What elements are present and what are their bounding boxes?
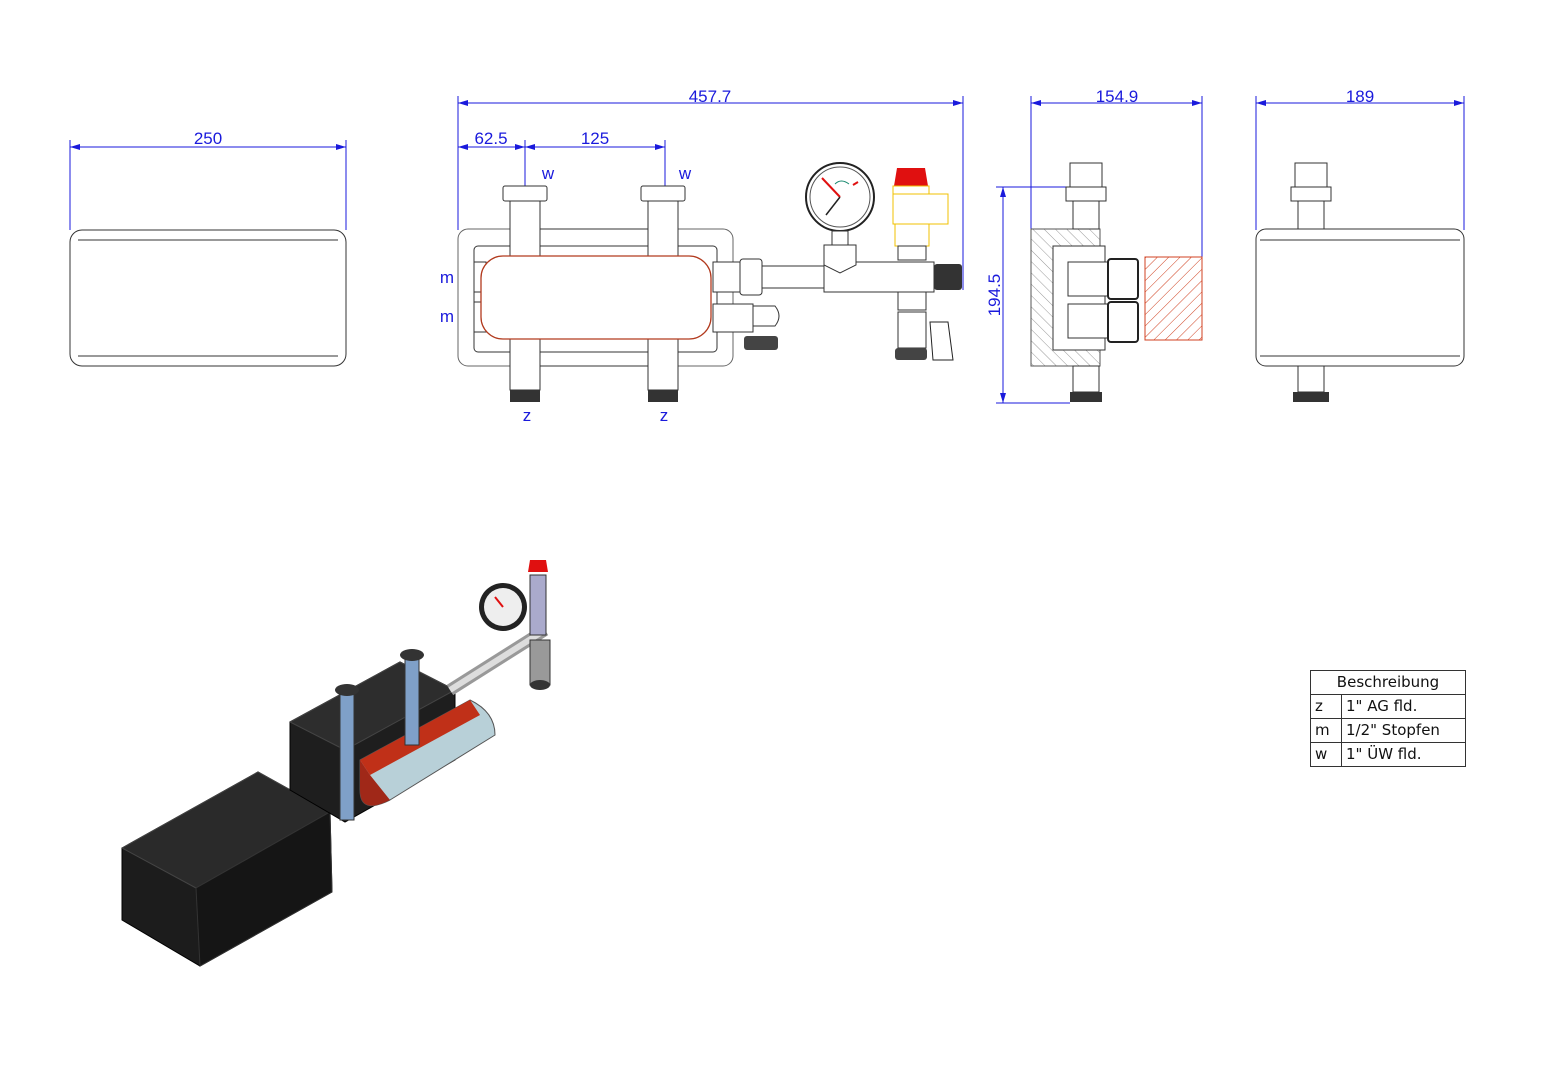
view-insulation-box: 250 (69, 129, 347, 367)
legend-key: w (1310, 742, 1342, 767)
legend-key: z (1310, 694, 1342, 719)
dim-250: 250 (194, 129, 222, 148)
label-w: w (541, 164, 555, 183)
dim-457-7: 457.7 (689, 87, 732, 106)
dim-189: 189 (1346, 87, 1374, 106)
legend-desc: 1" AG fld. (1341, 694, 1466, 719)
dim-154-9: 154.9 (1096, 87, 1139, 106)
legend-header: Beschreibung (1310, 670, 1466, 695)
dim-125: 125 (581, 129, 609, 148)
view-front: 457.7 62.5 125 w w m m z z (440, 87, 964, 425)
label-w: w (678, 164, 692, 183)
legend-desc: 1" ÜW fld. (1341, 742, 1466, 767)
label-m: m (440, 268, 454, 287)
isometric-view (120, 560, 551, 967)
dim-62-5: 62.5 (474, 129, 507, 148)
label-z: z (523, 406, 532, 425)
label-m: m (440, 307, 454, 326)
legend-desc: 1/2" Stopfen (1341, 718, 1466, 743)
legend-key: m (1310, 718, 1342, 743)
label-z: z (660, 406, 669, 425)
view-right: 189 (1255, 87, 1465, 402)
view-side-section: 154.9 194.5 (985, 87, 1203, 404)
dim-194-5: 194.5 (985, 274, 1004, 317)
